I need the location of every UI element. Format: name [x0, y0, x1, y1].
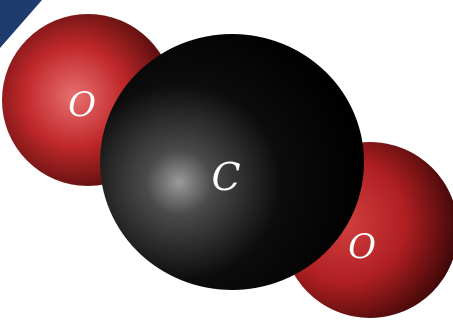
carbon-label: C — [211, 155, 240, 199]
oxygen-right-label: O — [348, 227, 376, 267]
oxygen-left-label: O — [68, 85, 96, 125]
corner-accent — [0, 0, 42, 48]
carbon-atom — [100, 34, 364, 290]
